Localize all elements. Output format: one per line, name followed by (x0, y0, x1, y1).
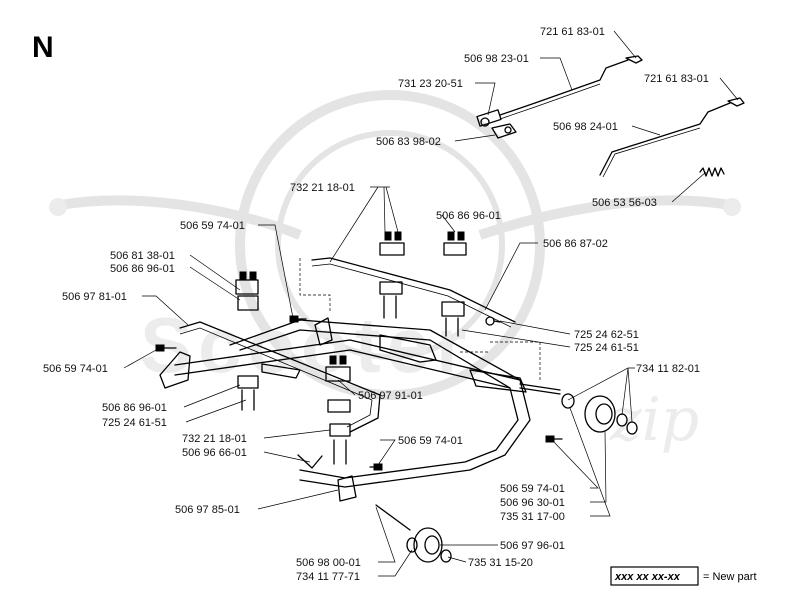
legend-box (610, 566, 699, 586)
rod-506-98-24-01 (599, 102, 731, 176)
spring-506-53-56-03 (699, 167, 725, 177)
clamps-and-fasteners (155, 231, 563, 471)
bolt-506-59-74-01-a (289, 315, 307, 323)
clip-721-61-83-01-b (727, 97, 745, 107)
watermark-text: Scooter (140, 301, 472, 389)
legend: xxx xx xx-xx = New part (610, 566, 757, 586)
left-mount-plate (159, 351, 191, 389)
bolt-506-59-74-01-c (369, 463, 383, 471)
cable-tie (297, 454, 323, 469)
wheel-506-96-30-01 (584, 395, 616, 433)
clip-721-61-83-01 (625, 55, 643, 64)
label-731-23-20-51: 731 23 20-51 (398, 78, 463, 90)
cable-506-98-23-01 (499, 59, 629, 116)
clamp-506-86-96-01 (237, 295, 259, 311)
washer-735-31-15-20 (440, 549, 452, 563)
washer-735-31-17-00 (561, 393, 575, 409)
axle-housing (469, 369, 527, 393)
label-506-59-74-01-b: 506 59 74-01 (43, 363, 108, 375)
legend-text: = New part (703, 571, 757, 583)
label-506-98-24-01: 506 98 24-01 (553, 121, 618, 133)
label-506-97-96-01: 506 97 96-01 (500, 540, 565, 552)
leader-lines (123, 30, 739, 577)
label-721-61-83-01-a: 721 61 83-01 (540, 26, 605, 38)
throttle-cable-assembly (476, 55, 745, 178)
legend-code: xxx xx xx-xx (614, 571, 681, 583)
clamp-upper-left (379, 242, 405, 256)
label-506-97-85-01: 506 97 85-01 (175, 504, 240, 516)
clamp-506-97-91-01 (325, 366, 351, 382)
label-725-24-61-51-b: 725 24 61-51 (102, 417, 167, 429)
center-bracket (379, 334, 437, 363)
wheel-506-97-96-01 (413, 527, 443, 563)
bolts-725-24-61-51 (241, 389, 255, 411)
label-506-86-96-01-a: 506 86 96-01 (436, 210, 501, 222)
part-number-labels: 721 61 83-01 506 98 23-01 731 23 20-51 7… (43, 26, 709, 583)
label-506-83-98-02: 506 83 98-02 (376, 136, 441, 148)
tilt-lever (314, 317, 333, 346)
label-506-59-74-01-d: 506 59 74-01 (500, 483, 565, 495)
frame-tube-506-97-85-01 (174, 339, 531, 488)
clamp-506-86-96-01-c (237, 375, 259, 389)
label-506-86-96-01-b: 506 86 96-01 (110, 263, 175, 275)
label-506-98-23-01: 506 98 23-01 (464, 53, 529, 65)
label-506-86-87-02: 506 86 87-02 (543, 238, 608, 250)
watermark-script: zip (609, 385, 699, 455)
label-506-98-00-01: 506 98 00-01 (296, 557, 361, 569)
axle-bolt-506-98-00-01 (375, 504, 411, 531)
label-725-24-61-51-a: 725 24 61-51 (574, 342, 639, 354)
label-506-96-30-01: 506 96 30-01 (500, 497, 565, 509)
rod-506-97-81-01 (179, 321, 381, 433)
label-725-24-62-51: 725 24 62-51 (574, 329, 639, 341)
label-732-21-18-01-b: 732 21 18-01 (182, 433, 247, 445)
label-734-11-77-71: 734 11 77-71 (296, 571, 360, 583)
clamp-506-86-96-01-a (443, 242, 467, 256)
bolt-506-59-74-01-d (545, 435, 563, 443)
label-721-61-83-01-b: 721 61 83-01 (644, 73, 709, 85)
label-506-97-81-01: 506 97 81-01 (62, 291, 127, 303)
label-506-86-96-01-c: 506 86 96-01 (102, 402, 167, 414)
label-506-96-66-01: 506 96 66-01 (182, 447, 247, 459)
skid-plate (261, 363, 301, 379)
main-frame (159, 257, 561, 502)
bolt-506-59-74-01-b (155, 344, 177, 352)
clamp-506-96-66-01 (329, 423, 351, 437)
label-506-97-91-01: 506 97 91-01 (358, 390, 423, 402)
label-735-31-17-00: 735 31 17-00 (500, 511, 565, 523)
label-734-11-82-01: 734 11 82-01 (636, 363, 700, 375)
nut-725-24-62-51 (485, 316, 501, 326)
label-506-59-74-01-c: 506 59 74-01 (398, 435, 463, 447)
clamp-732-21-18-01-b (327, 399, 351, 413)
label-506-81-38-01: 506 81 38-01 (110, 250, 175, 262)
section-letter: N (32, 31, 54, 64)
adjuster-731-23-20-51 (476, 109, 502, 127)
bracket-506-83-98-02 (491, 123, 517, 139)
label-506-53-56-03: 506 53 56-03 (592, 197, 657, 209)
label-506-59-74-01-a: 506 59 74-01 (180, 220, 245, 232)
bottom-mount-plate (337, 475, 357, 502)
washer-734-11-77-71 (406, 537, 418, 553)
rod-506-86-87-02 (311, 257, 516, 323)
label-735-31-15-20: 735 31 15-20 (468, 557, 533, 569)
label-732-21-18-01-a: 732 21 18-01 (290, 182, 355, 194)
